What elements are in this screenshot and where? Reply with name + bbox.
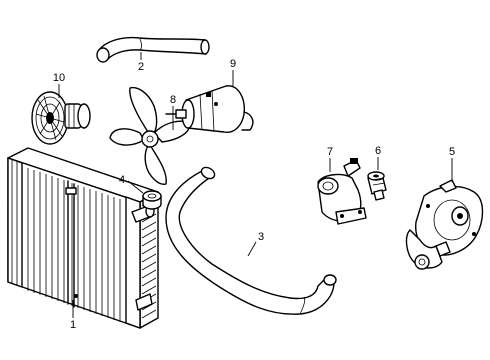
- radiator-core: [27, 168, 121, 322]
- thermostat: [367, 171, 387, 201]
- callout-10: 10: [53, 72, 65, 84]
- leader-line-3: [247, 241, 257, 257]
- water-pump: [405, 179, 484, 270]
- callout-6: 6: [375, 145, 381, 157]
- thermostat-housing: [317, 158, 367, 225]
- upper-radiator-hose: [96, 36, 210, 63]
- radiator: [7, 147, 159, 329]
- leader-line-4: [127, 180, 144, 194]
- lower-radiator-hose: [165, 166, 337, 315]
- callout-4: 4: [119, 174, 125, 186]
- callout-1: 1: [70, 319, 76, 331]
- fan-blade: [109, 86, 191, 185]
- callout-9: 9: [230, 58, 236, 70]
- callout-5: 5: [449, 146, 455, 158]
- fan-motor: [165, 85, 254, 133]
- fan-clutch: [31, 91, 91, 145]
- callout-3: 3: [258, 231, 264, 243]
- callout-2: 2: [138, 61, 144, 73]
- radiator-cap: [142, 190, 162, 210]
- callout-8: 8: [170, 94, 176, 106]
- callout-7: 7: [327, 146, 333, 158]
